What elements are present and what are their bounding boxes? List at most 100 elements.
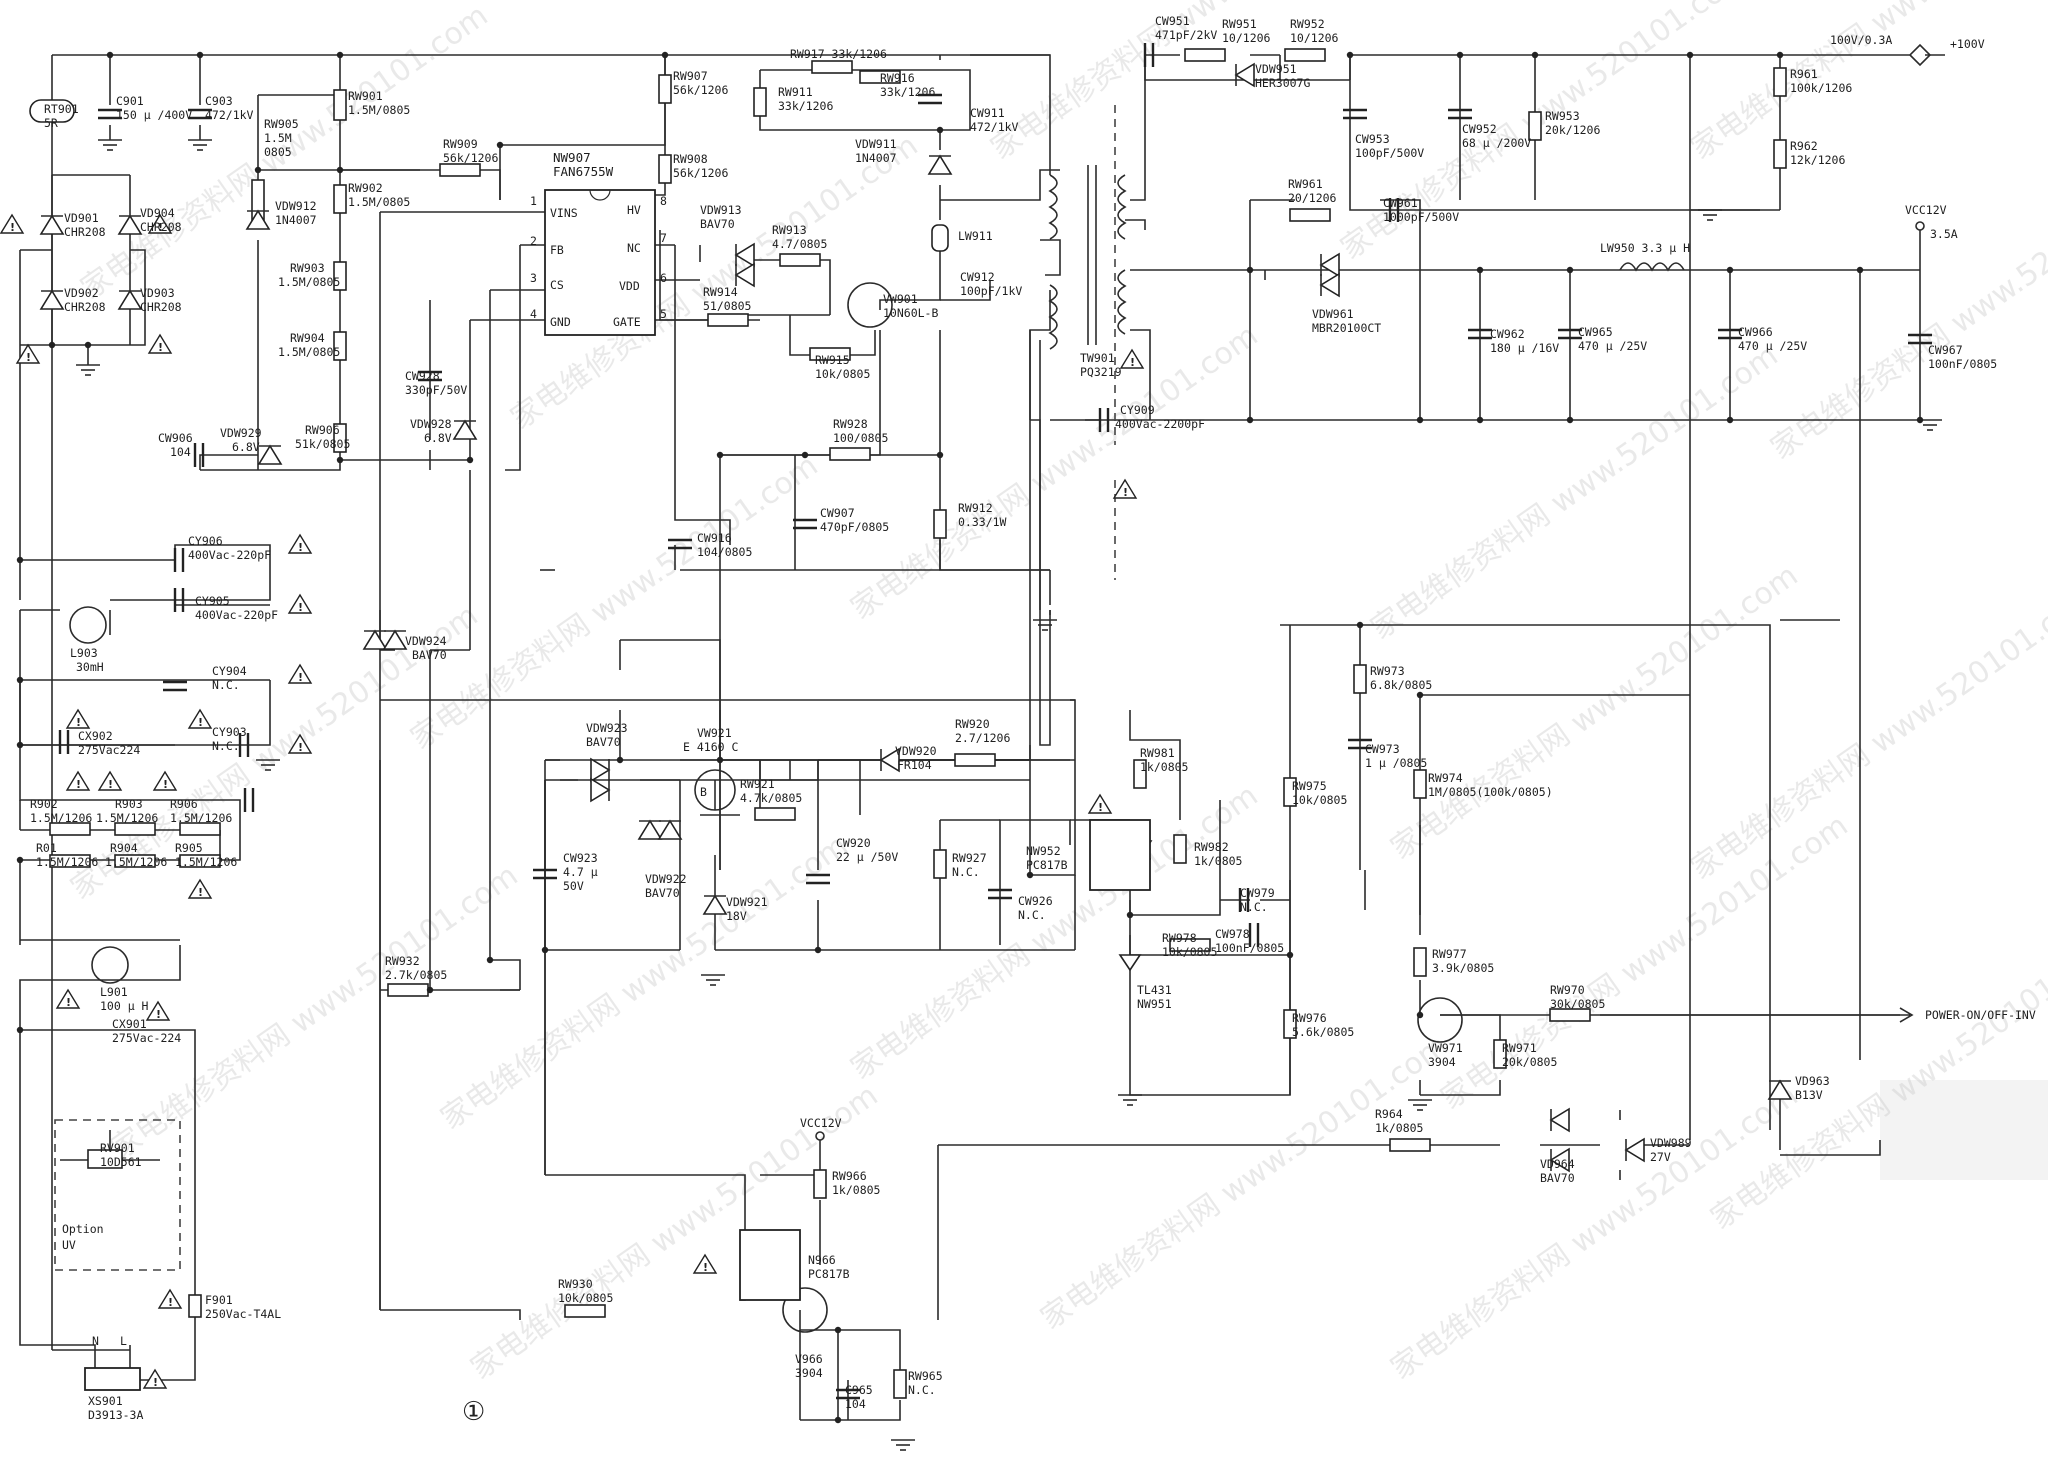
resistor-rw902 [333, 184, 347, 214]
resistor-rw930 [564, 1304, 606, 1318]
resistor-rw976 [1283, 1009, 1297, 1039]
components: !!!!!!!!!!!!!!!!!!!!!! [0, 43, 1945, 1451]
warning-icon [187, 878, 213, 899]
junction-dot [1531, 51, 1539, 59]
junction-dot [1566, 266, 1574, 274]
warning-icon-mark: ! [703, 1261, 708, 1274]
resistor-rw908 [658, 154, 672, 184]
transformer-primary [1048, 174, 1058, 240]
label-out100: 100V/0.3A [1830, 33, 1892, 47]
resistor-r906 [179, 822, 221, 836]
warning-icon-mark: ! [108, 778, 113, 791]
label-plus100: +100V [1950, 37, 1985, 51]
label-xs-l: L [120, 1334, 127, 1348]
watermark-text: 家电维修资料网 www.520101.com [1365, 338, 1785, 647]
label-lw950: LW950 3.3 μ H [1600, 241, 1690, 255]
junction-dot [1286, 951, 1294, 959]
diode-symbol [452, 419, 478, 440]
junction-dot [254, 166, 262, 174]
warning-icon [1087, 793, 1113, 814]
resistor-rw973 [1353, 664, 1367, 694]
label-vcc12v-lower: VCC12V [800, 1116, 842, 1130]
junction-dot [1126, 911, 1134, 919]
junction-dot [541, 946, 549, 954]
warning-icon [0, 213, 25, 234]
diode-symbol [362, 629, 388, 650]
power-on-arrow [1600, 1007, 1914, 1023]
vcc12v-terminal [1915, 221, 1925, 231]
resistor-r903 [114, 822, 156, 836]
label-pin2: 2 [530, 234, 537, 248]
resistor-rw932 [387, 983, 429, 997]
warning-icon [187, 708, 213, 729]
resistor-rw975 [1283, 777, 1297, 807]
warning-icon-mark: ! [298, 541, 303, 554]
diode-symbol [117, 214, 143, 235]
resistor-rw974 [1413, 769, 1427, 799]
resistor-rw911 [753, 87, 767, 117]
junction-dot [1726, 266, 1734, 274]
vcc12v-terminal-lower [815, 1131, 825, 1141]
resistor-rw912 [933, 509, 947, 539]
warning-icon [152, 770, 178, 791]
junction-dot [1476, 266, 1484, 274]
resistor-rw909 [439, 163, 481, 177]
watermark-text: 家电维修资料网 www.520101.com [1435, 808, 1855, 1117]
resistor-rw981 [1133, 759, 1147, 789]
varistor-rv901 [87, 1149, 123, 1169]
resistor-rw970 [1549, 1008, 1591, 1022]
label-pin-vdd: VDD [619, 279, 640, 293]
diode-symbol [590, 777, 611, 803]
junction-dot [196, 51, 204, 59]
label-rw917: RW917 33k/1206 [790, 47, 887, 61]
resistor-rw966 [813, 1169, 827, 1199]
resistor-r962 [1773, 139, 1787, 169]
junction-dot [814, 946, 822, 954]
diode-symbol [117, 289, 143, 310]
warning-icon [287, 593, 313, 614]
diode-symbol [382, 629, 408, 650]
label-pin5: 5 [660, 307, 667, 321]
warning-icon [692, 1253, 718, 1274]
resistor-r964 [1389, 1138, 1431, 1152]
resistor-rw920 [954, 753, 996, 767]
junction-dot [1356, 621, 1364, 629]
watermark-text: 家电维修资料网 www.520101.com [845, 318, 1265, 627]
tl431-nw951 [1118, 954, 1142, 972]
junction-dot [486, 956, 494, 964]
junction-dot [1246, 266, 1254, 274]
resistor-rw903 [333, 261, 347, 291]
label-pin-cs: CS [550, 278, 564, 292]
junction-dot [801, 451, 809, 459]
resistor-rw906 [333, 423, 347, 453]
